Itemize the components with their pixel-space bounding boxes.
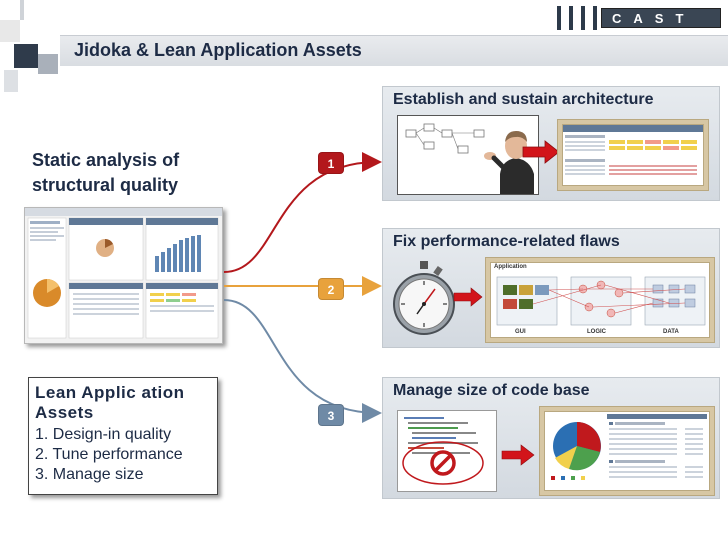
- error-highlight: [402, 441, 484, 485]
- logo-bars: [557, 6, 605, 30]
- list-item: 3. Manage size: [35, 466, 144, 483]
- panel-architecture: Establish and sustain architecture: [382, 86, 720, 201]
- logo-box: [601, 8, 721, 28]
- stopwatch-icon: [393, 261, 455, 335]
- panel-title: Establish and sustain architecture: [393, 91, 654, 108]
- dashboard-screenshot: [24, 207, 223, 344]
- panel-title: Fix performance-related flaws: [393, 233, 620, 250]
- red-arrow-icon: [522, 140, 560, 164]
- logo-text: CAST: [612, 11, 696, 26]
- layer-label-data: DATA: [663, 329, 679, 335]
- panel-performance: Fix performance-related flaws Applicatio…: [382, 228, 720, 348]
- decor-square: [20, 0, 24, 20]
- connector-curve-3: [223, 299, 382, 423]
- panel-code-size: Manage size of code base: [382, 377, 720, 499]
- page-title: Jidoka & Lean Application Assets: [74, 40, 362, 60]
- list-item: 1. Design-in quality: [35, 426, 172, 443]
- static-analysis-heading: Static analysis of structural quality: [32, 150, 180, 195]
- decor-square: [0, 20, 20, 42]
- lean-assets-title: Lean Applic ation Assets: [35, 383, 185, 422]
- red-arrow-icon: [501, 444, 535, 466]
- decor-square: [38, 54, 58, 74]
- step-badge-2: 2: [318, 278, 344, 300]
- size-metrics-report: [539, 406, 715, 496]
- list-item: 2. Tune performance: [35, 446, 183, 463]
- red-arrow-icon: [453, 287, 483, 307]
- panel-title: Manage size of code base: [393, 382, 590, 399]
- decor-square: [4, 70, 18, 92]
- decor-square: [14, 44, 38, 68]
- header-divider: [60, 35, 728, 36]
- layer-label-gui: GUI: [515, 329, 526, 335]
- lean-assets-list: 1. Design-in quality 2. Tune performance…: [35, 425, 211, 485]
- application-layers-diagram: Application: [485, 257, 715, 343]
- step-badge-3: 3: [318, 404, 344, 426]
- architect-photo: [397, 115, 539, 195]
- header-bar: [60, 36, 728, 66]
- lean-assets-box: Lean Applic ation Assets 1. Design-in qu…: [28, 377, 218, 495]
- layer-label-logic: LOGIC: [587, 329, 606, 335]
- connector-curve-1: [223, 152, 382, 273]
- step-badge-1: 1: [318, 152, 344, 174]
- application-label: Application: [494, 264, 527, 270]
- health-factors-table: [557, 119, 709, 191]
